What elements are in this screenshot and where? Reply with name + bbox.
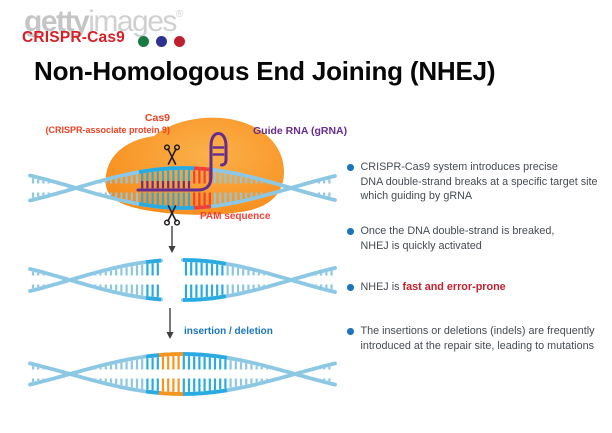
down-arrow-1 <box>168 226 176 253</box>
bullet-text-4: The insertions or deletions (indels) are… <box>360 325 595 352</box>
gettyimages-watermark: gettyimages® <box>24 5 183 39</box>
bullet-text-2: Once the DNA double-strand is breaked, N… <box>360 225 555 252</box>
insertion-deletion-label: insertion / deletion <box>184 326 273 337</box>
cas9-label-sub: (CRISPR-associate protein 9) <box>45 125 170 135</box>
dna-helix-repaired <box>28 352 337 396</box>
pam-sequence-label: PAM sequence <box>200 211 271 222</box>
bullet-item-4: The insertions or deletions (indels) are… <box>347 324 609 353</box>
bullet-dot <box>347 284 354 291</box>
brand-dot-navy <box>156 36 167 47</box>
watermark-images: images <box>88 5 177 38</box>
bullet-item-1: CRISPR-Cas9 system introduces precise DN… <box>347 160 609 204</box>
dna-helix-broken-right <box>181 258 337 302</box>
dna-helix-broken-left <box>28 258 163 302</box>
bullet-text-3: NHEJ is fast and error-prone <box>361 280 506 295</box>
watermark-getty: getty <box>24 5 90 38</box>
guide-rna-structure <box>136 131 228 192</box>
crispr-cas9-brand-label: CRISPR-Cas9 <box>22 29 125 46</box>
bullet-dot <box>347 164 354 171</box>
dna-helix-top <box>28 166 337 210</box>
down-arrow-2 <box>166 308 174 339</box>
guide-rna-label: Guide RNA (gRNA) <box>253 125 348 137</box>
scissors-icon-top <box>163 144 181 165</box>
bullet-item-3: NHEJ is fast and error-prone <box>347 280 609 295</box>
brand-dot-green <box>138 36 149 47</box>
brand-dots <box>138 36 185 47</box>
bullet-text-1: CRISPR-Cas9 system introduces precise DN… <box>360 161 598 203</box>
bullet-dot <box>347 328 354 335</box>
registered-mark: ® <box>175 9 183 20</box>
bullet-dot <box>347 228 354 235</box>
bullet-text-3-plain: NHEJ is <box>360 281 403 293</box>
cas9-label-main: Cas9 <box>144 112 170 124</box>
scissors-icon-bottom <box>163 205 181 226</box>
page-title: Non-Homologous End Joining (NHEJ) <box>34 56 496 86</box>
bullet-item-2: Once the DNA double-strand is breaked, N… <box>347 224 609 253</box>
cas9-label: Cas9 (CRISPR-associate protein 9) <box>40 112 170 136</box>
brand-dot-red <box>174 36 185 47</box>
bullet-text-3-highlight: fast and error-prone <box>402 281 506 293</box>
